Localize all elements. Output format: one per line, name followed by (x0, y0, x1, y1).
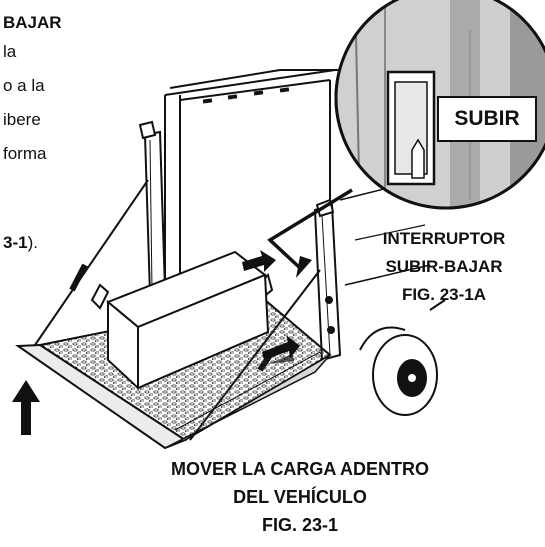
truck-body (164, 69, 431, 306)
instruction-heading: BAJAR (3, 13, 62, 32)
callout-leader (267, 188, 353, 270)
instruction-ref-suffix: ). (27, 233, 38, 252)
up-arrow (12, 380, 40, 435)
subir-button-label: SUBIR (437, 96, 537, 142)
instruction-line-3: ibere (3, 110, 41, 129)
move-arrows (242, 250, 300, 364)
figure-caption-1: MOVER LA CARGA ADENTRO (171, 459, 429, 479)
inset-caption-3: FIG. 23-1A (401, 285, 487, 304)
inset-caption-2: SUBIR-BAJAR (385, 257, 503, 276)
right-standard (313, 198, 342, 362)
cargo-box (106, 250, 270, 391)
instruction-line-1: la (3, 42, 17, 61)
marker-lights (202, 87, 290, 104)
inset-caption-1: INTERRUPTOR (382, 229, 506, 248)
instruction-line-2: o a la (3, 76, 45, 95)
instruction-line-4: forma (3, 144, 47, 163)
instruction-ref-figure: 3-1 (3, 233, 28, 252)
instruction-ref: 3-1). (3, 232, 38, 254)
callout-arrowhead (296, 256, 312, 278)
figure-caption-2: DEL VEHÍCULO (233, 487, 367, 507)
left-standard (138, 120, 167, 297)
figure-caption-3: FIG. 23-1 (261, 515, 339, 535)
truck-wheel (359, 299, 446, 416)
